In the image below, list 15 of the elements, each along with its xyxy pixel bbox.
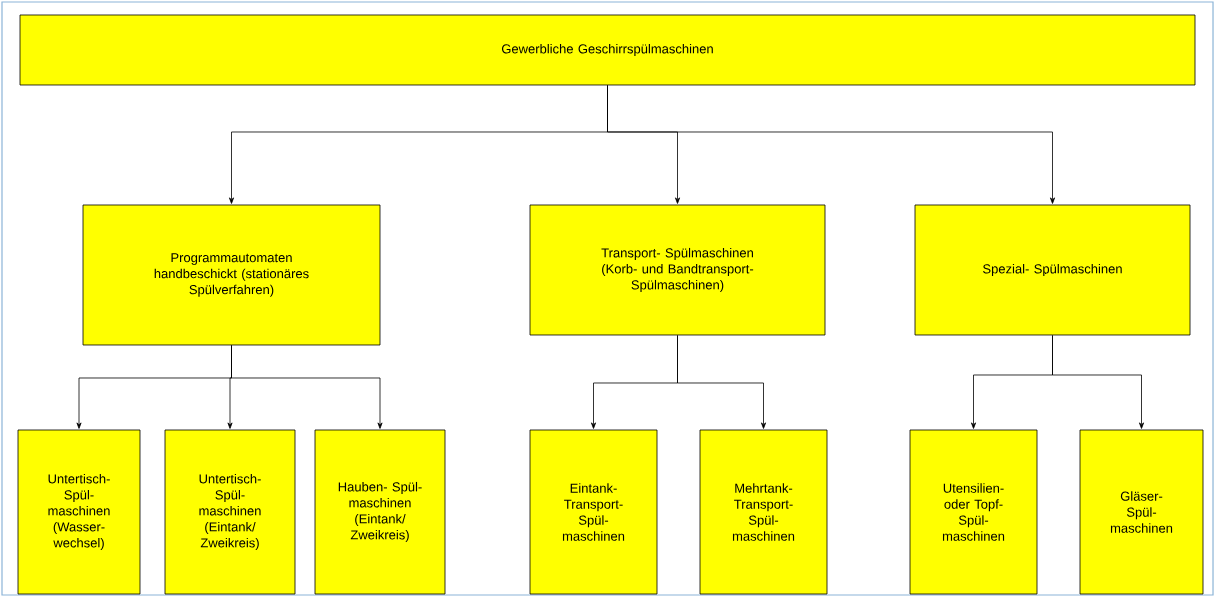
arrow — [231, 345, 383, 429]
category-box: Mehrtank- Transport- Spül- maschinen — [699, 429, 828, 595]
category-box: Eintank- Transport- Spül- maschinen — [529, 429, 658, 595]
arrow — [677, 335, 766, 429]
category-box: Programmautomaten handbeschickt (stationäres Spülverfahren) — [82, 204, 381, 346]
category-box: Untertisch- Spül- maschinen (Wasser- wechsel) — [17, 429, 141, 595]
arrow — [607, 85, 1055, 204]
category-box: Hauben- Spül- maschinen (Eintank/ Zweikreis) — [314, 429, 446, 595]
category-box: Utensilien- oder Topf- Spül- maschinen — [909, 429, 1038, 595]
category-box: Transport- Spülmaschinen (Korb- und Bandtransport- Spülmaschinen) — [529, 204, 826, 336]
arrow — [1052, 335, 1144, 429]
category-box: Spezial- Spülmaschinen — [914, 204, 1191, 336]
category-box: Gewerbliche Geschirrspülmaschinen — [19, 14, 1196, 86]
category-box: Gläser- Spül- maschinen — [1079, 429, 1204, 595]
category-box: Untertisch- Spül- maschinen (Eintank/ Zweikreis) — [164, 429, 296, 595]
